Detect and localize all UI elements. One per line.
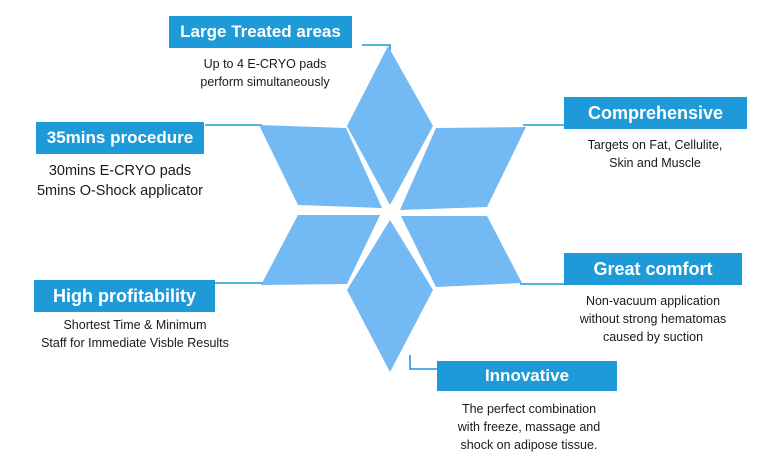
desc-comprehensive: Targets on Fat, Cellulite, Skin and Musc… — [555, 136, 755, 172]
petal-top — [347, 46, 433, 205]
desc-line: 5mins O-Shock applicator — [36, 183, 203, 199]
desc-line: Up to 4 E-CRYO pads — [203, 57, 327, 71]
label-comprehensive: Comprehensive — [564, 97, 747, 129]
desc-line: 30mins E-CRYO pads — [48, 163, 192, 179]
petal-upper-left — [259, 125, 382, 208]
desc-line: The perfect combination — [461, 402, 597, 416]
label-high-profitability: High profitability — [34, 280, 215, 312]
label-innovative: Innovative — [437, 361, 617, 391]
label-35mins-procedure: 35mins procedure — [36, 122, 204, 154]
desc-line: Skin and Muscle — [609, 156, 701, 170]
desc-great-comfort: Non-vacuum application without strong he… — [548, 292, 758, 346]
desc-line: Shortest Time & Minimum — [63, 318, 207, 332]
label-great-comfort: Great comfort — [564, 253, 742, 285]
desc-line: Staff for Immediate Visble Results — [41, 336, 229, 350]
petal-lower-right — [401, 216, 522, 287]
label-large-treated-areas: Large Treated areas — [169, 16, 352, 48]
petal-upper-right — [400, 127, 526, 210]
desc-line: without strong hematomas — [579, 312, 727, 326]
desc-line: with freeze, massage and — [457, 420, 601, 434]
desc-innovative: The perfect combination with freeze, mas… — [429, 400, 629, 454]
desc-high-profitability: Shortest Time & Minimum Staff for Immedi… — [15, 316, 255, 352]
connector-bottom — [409, 355, 438, 370]
desc-line: caused by suction — [602, 330, 704, 344]
petal-bottom — [347, 220, 433, 372]
desc-line: Targets on Fat, Cellulite, — [587, 138, 723, 152]
desc-line: shock on adipose tissue. — [460, 438, 598, 452]
desc-35mins-procedure: 30mins E-CRYO pads 5mins O-Shock applica… — [20, 161, 220, 201]
snowflake-petals — [259, 46, 526, 372]
desc-line: Non-vacuum application — [585, 294, 721, 308]
desc-line: perform simultaneously — [200, 75, 330, 89]
petal-lower-left — [261, 215, 380, 285]
desc-large-treated-areas: Up to 4 E-CRYO pads perform simultaneous… — [165, 55, 365, 91]
